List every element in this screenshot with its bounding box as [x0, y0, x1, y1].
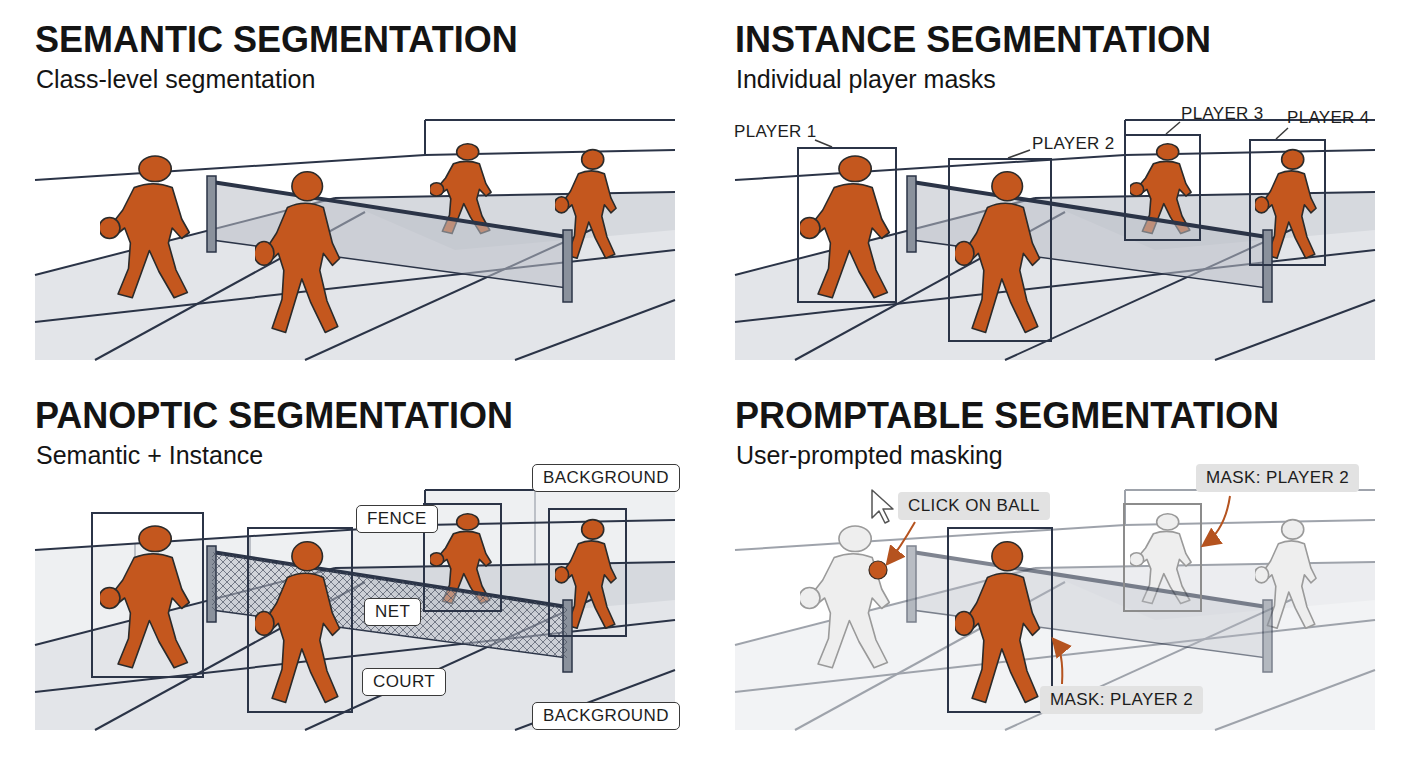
tag-text: MASK: PLAYER 2 — [1206, 468, 1349, 487]
panoptic-scene — [35, 490, 675, 730]
player-label: PLAYER 3 — [1181, 104, 1263, 124]
label-tag: BACKGROUND — [532, 464, 680, 492]
leader-lines — [815, 122, 1288, 158]
label-tag: COURT — [362, 668, 446, 696]
player-box: PLAYER 2 — [948, 158, 1052, 342]
player-label: PLAYER 2 — [1032, 134, 1114, 154]
tag-text: CLICK ON BALL — [908, 496, 1040, 515]
panel-title: INSTANCE SEGMENTATION — [735, 20, 1211, 60]
tag-text: MASK: PLAYER 2 — [1050, 690, 1193, 709]
tag-text: BACKGROUND — [543, 706, 669, 725]
panel-subtitle: User-prompted masking — [736, 442, 1003, 470]
panel-subtitle: Individual player masks — [736, 66, 996, 94]
panel-title: PANOPTIC SEGMENTATION — [35, 396, 513, 436]
player-box: PLAYER 4 — [1249, 139, 1326, 266]
tag-text: COURT — [373, 672, 435, 691]
panel-title: SEMANTIC SEGMENTATION — [35, 20, 518, 60]
label-tag: MASK: PLAYER 2 — [1040, 686, 1203, 714]
label-tag: MASK: PLAYER 2 — [1196, 464, 1359, 492]
callout-arrows — [888, 496, 1230, 684]
player-label: PLAYER 1 — [734, 122, 816, 142]
label-tag: FENCE — [356, 505, 438, 533]
panel-subtitle: Semantic + Instance — [36, 442, 263, 470]
label-tag: BACKGROUND — [532, 702, 680, 730]
panel-title: PROMPTABLE SEGMENTATION — [735, 396, 1279, 436]
ball — [869, 561, 887, 579]
panel-subtitle: Class-level segmentation — [36, 66, 315, 94]
tag-text: FENCE — [367, 509, 427, 528]
label-tag: NET — [364, 598, 421, 626]
cursor-icon — [872, 490, 893, 523]
player-box: PLAYER 3 — [1124, 134, 1201, 241]
tag-text: BACKGROUND — [543, 468, 669, 487]
semantic-scene — [35, 120, 675, 360]
player-label: PLAYER 4 — [1287, 108, 1369, 128]
label-tag: CLICK ON BALL — [898, 492, 1050, 520]
instance-scene — [735, 120, 1375, 360]
promptable-scene — [735, 490, 1375, 730]
tag-text: NET — [375, 602, 410, 621]
player-box: PLAYER 1 — [797, 147, 897, 303]
